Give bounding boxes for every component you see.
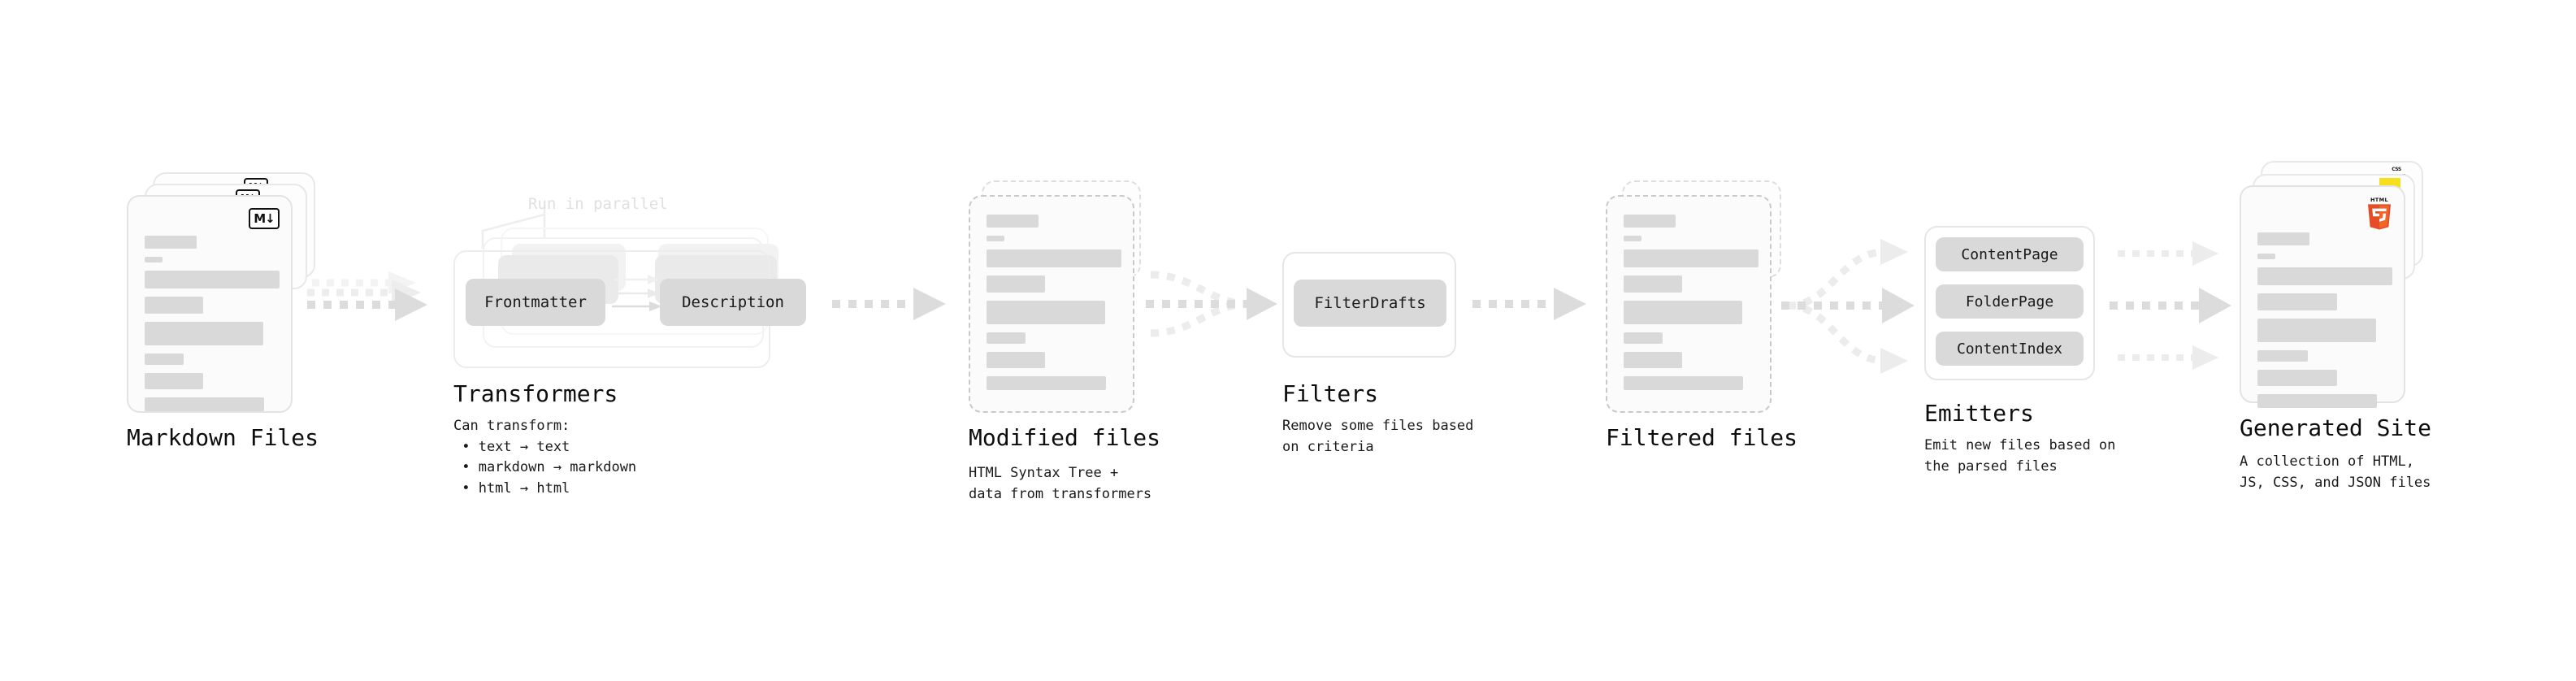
content-bar (987, 332, 1026, 344)
markdown-card: M↓ (127, 195, 293, 413)
filters-desc: Remove some files based on criteria (1282, 418, 1474, 455)
content-bar (987, 249, 1121, 267)
content-bar (145, 322, 263, 345)
filterdrafts-pill[interactable]: FilterDrafts (1294, 280, 1446, 327)
arrow-markdown-to-transformers (307, 271, 427, 321)
filtered-card-content (1624, 215, 1759, 398)
arrow-filters-to-filtered (1472, 288, 1586, 320)
content-bar (987, 275, 1045, 293)
run-in-parallel-note: Run in parallel (528, 195, 668, 213)
generated-site-content (2257, 232, 2392, 416)
content-bar (145, 354, 184, 365)
markdown-card-content (145, 236, 280, 419)
content-bar (1624, 376, 1743, 390)
content-bar (2257, 394, 2377, 408)
modified-card-content (987, 215, 1121, 398)
emitters-desc: Emit new files based on the parsed files (1924, 437, 2116, 475)
transformers-title: Transformers (453, 380, 618, 407)
filtered-card (1606, 195, 1772, 413)
content-bar (1624, 249, 1759, 267)
html5-icon: HTML (2368, 197, 2391, 230)
content-bar (2257, 254, 2275, 259)
filters-title: Filters (1282, 380, 1379, 407)
modified-files-title: Modified files (969, 424, 1161, 451)
folderpage-pill[interactable]: FolderPage (1936, 284, 2084, 319)
modified-files-desc: HTML Syntax Tree + data from transformer… (969, 465, 1152, 502)
emitters-title: Emitters (1924, 400, 2034, 427)
content-bar (145, 397, 264, 411)
generated-site-card: HTML (2240, 185, 2405, 408)
content-bar (987, 301, 1105, 324)
transformers-desc: Can transform: • text → text • markdown … (453, 418, 637, 497)
content-bar (2257, 370, 2337, 386)
content-bar (987, 352, 1045, 368)
content-bar (2257, 232, 2309, 245)
contentindex-pill[interactable]: ContentIndex (1936, 332, 2084, 366)
content-bar (2257, 267, 2392, 285)
run-in-parallel-leader (481, 202, 546, 249)
contentpage-pill[interactable]: ContentPage (1936, 237, 2084, 271)
content-bar (987, 215, 1039, 228)
content-bar (987, 236, 1004, 241)
generated-site-desc: A collection of HTML, JS, CSS, and JSON … (2240, 453, 2431, 491)
content-bar (2257, 319, 2376, 342)
content-bar (145, 271, 280, 288)
markdown-files-title: Markdown Files (127, 424, 319, 451)
content-bar (145, 257, 163, 262)
content-bar (1624, 236, 1641, 241)
content-bar (145, 236, 197, 249)
filtered-files-title: Filtered files (1606, 424, 1798, 451)
content-bar (145, 373, 203, 389)
arrow-filtered-to-emitters (1781, 239, 1915, 374)
content-bar (1624, 215, 1676, 228)
frontmatter-pill[interactable]: Frontmatter (466, 279, 605, 326)
content-bar (1624, 332, 1663, 344)
generated-site-title: Generated Site (2240, 414, 2432, 441)
arrow-transformers-to-modified (832, 288, 946, 320)
content-bar (1624, 275, 1682, 293)
content-bar (145, 297, 203, 314)
modified-card (969, 195, 1134, 413)
transformer-inner-arrows (612, 275, 662, 311)
content-bar (987, 376, 1106, 390)
arrow-modified-to-filters (1146, 271, 1277, 337)
content-bar (2257, 350, 2308, 362)
content-bar (2257, 293, 2337, 310)
content-bar (1624, 301, 1742, 324)
arrow-emitters-to-site (2110, 241, 2231, 370)
markdown-icon: M↓ (249, 208, 280, 229)
svg-text:HTML: HTML (2370, 197, 2388, 203)
description-pill[interactable]: Description (660, 279, 806, 326)
content-bar (1624, 352, 1682, 368)
